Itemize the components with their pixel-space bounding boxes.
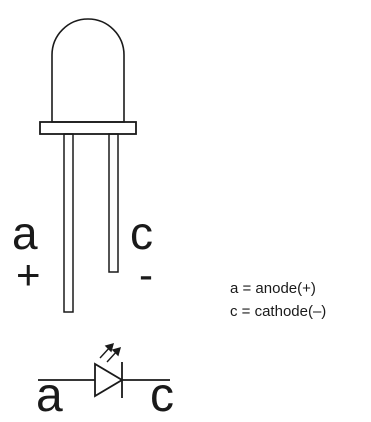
anode-lead: [63, 133, 74, 313]
light-emission-arrows-icon: [99, 342, 122, 363]
symbol-cathode-letter: c: [150, 369, 174, 422]
legend-cathode: c = cathode(–): [230, 303, 327, 320]
anode-sign: +: [16, 251, 41, 298]
legend-anode: a = anode(+): [230, 280, 316, 297]
anode-letter: a: [12, 207, 38, 259]
cathode-sign: -: [139, 251, 153, 298]
cathode-letter: c: [130, 207, 153, 259]
cathode-lead: [108, 133, 119, 273]
led-flange: [39, 121, 137, 135]
symbol-anode-letter: a: [36, 369, 63, 422]
symbol-diode-triangle: [94, 362, 124, 398]
led-lens-body: [51, 18, 125, 123]
